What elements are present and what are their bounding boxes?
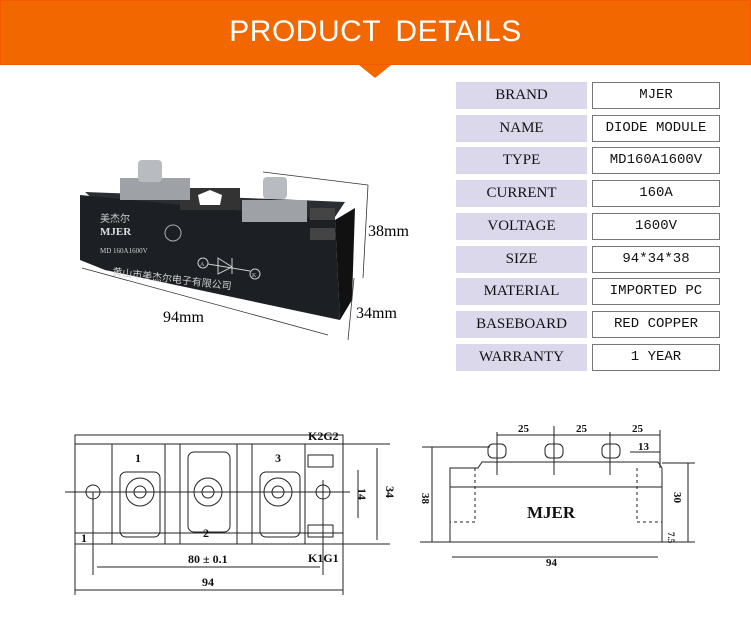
certification-seal-icon <box>164 224 182 242</box>
terminal-1-label: 1 <box>135 451 141 465</box>
gate-connector <box>310 208 335 220</box>
module-front <box>80 195 340 320</box>
spec-value: 1 YEAR <box>592 343 720 371</box>
corner-label: 1 <box>81 531 87 545</box>
brand-cn: 美杰尔 <box>100 212 130 225</box>
spec-label: BRAND <box>456 82 587 109</box>
gate-connector <box>310 228 335 240</box>
spec-label: WARRANTY <box>456 343 587 371</box>
spec-label: MATERIAL <box>456 278 587 306</box>
side-view-drawing: 25 25 25 13 94 38 30 7.5 MJER <box>419 423 695 569</box>
spec-value: MJER <box>592 82 720 109</box>
spec-label: BASEBOARD <box>456 310 587 338</box>
terminal-plate <box>242 200 307 222</box>
spec-label: CURRENT <box>456 180 587 208</box>
brand-label: MJER <box>527 503 576 522</box>
pitch-3-label: 25 <box>632 423 644 435</box>
spec-value: DIODE MODULE <box>592 114 720 142</box>
hex-hole-icon <box>198 190 222 205</box>
header-banner: PRODUCT DETAILS <box>0 0 751 65</box>
dim-94-label: 94 <box>546 557 558 569</box>
spec-label: TYPE <box>456 147 587 175</box>
k2g2-label: K2G2 <box>308 429 339 443</box>
page-title: PRODUCT DETAILS <box>229 15 522 48</box>
screw-icon <box>138 160 162 182</box>
spec-value: 160A <box>592 180 720 208</box>
terminal-3-label: 3 <box>275 451 281 465</box>
dimension-lines <box>81 171 369 341</box>
top-view-drawing: 1 2 3 K2G2 K1G1 1 80 ± 0.1 94 14 34 <box>65 429 397 595</box>
spec-label: NAME <box>456 114 587 142</box>
diode-symbol-icon <box>197 257 261 280</box>
terminal-2-label: 2 <box>203 526 209 540</box>
pitch-2-label: 25 <box>576 423 588 435</box>
brand-logo: MJER <box>100 226 132 238</box>
dim-height: 38mm <box>368 223 409 240</box>
dim-depth: 34mm <box>356 305 397 322</box>
cathode-label: K <box>252 273 257 279</box>
model-label: MD 160A1600V <box>100 247 148 255</box>
dim-30-label: 30 <box>671 492 683 504</box>
k1g1-label: K1G1 <box>308 551 339 565</box>
dim-34-label: 34 <box>383 486 397 498</box>
spec-value: IMPORTED PC <box>592 278 720 306</box>
spec-value: 94*34*38 <box>592 245 720 273</box>
dim-7-5-label: 7.5 <box>666 532 676 544</box>
dim-13-label: 13 <box>638 441 650 453</box>
dim-14-label: 14 <box>355 488 369 500</box>
terminal-plate <box>120 178 190 200</box>
pitch-1-label: 25 <box>518 423 530 435</box>
dim-80-label: 80 ± 0.1 <box>188 552 228 566</box>
screw-icon <box>263 177 287 199</box>
dim-38-label: 38 <box>419 493 431 505</box>
anode-label: A <box>200 262 205 268</box>
dim-length: 94mm <box>163 309 204 326</box>
banner-pointer <box>359 65 391 78</box>
product-photo: 美杰尔 MJER MD 160A1600V 黄山市美杰尔电子有限公司 A K 3… <box>80 160 409 341</box>
spec-label: VOLTAGE <box>456 212 587 240</box>
module-side <box>335 208 355 320</box>
dim-94-label: 94 <box>202 575 214 589</box>
spec-label: SIZE <box>456 245 587 273</box>
spec-value: MD160A1600V <box>592 147 720 175</box>
spec-value: 1600V <box>592 212 720 240</box>
spec-value: RED COPPER <box>592 310 720 338</box>
